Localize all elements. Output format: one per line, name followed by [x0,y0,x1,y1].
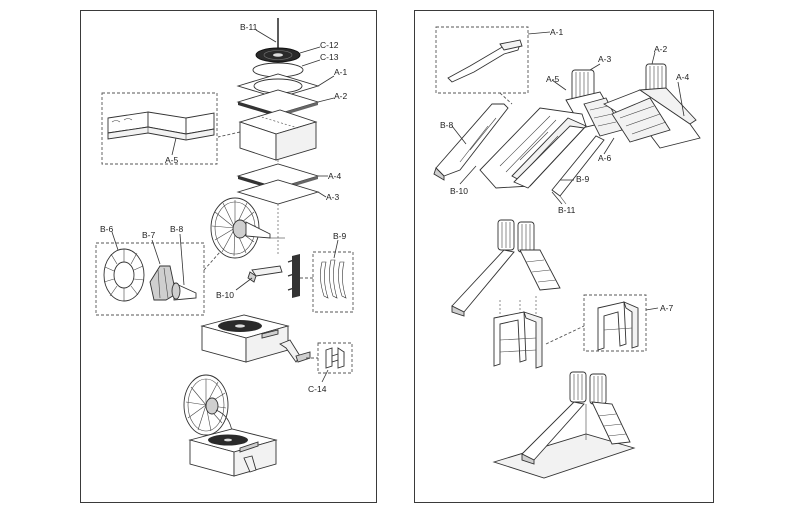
label-a5: A-5 [165,155,179,165]
label-r-a6: A-6 [598,153,612,163]
plate-a3 [236,179,320,205]
label-r-a7: A-7 [660,303,674,313]
label-b7: B-7 [142,230,156,240]
label-c14: C-14 [308,384,327,394]
callout-a5 [101,92,218,165]
part-c14 [325,347,345,369]
ladder-a2 [645,63,667,95]
label-r-b10: B-10 [450,186,468,196]
label-c12: C-12 [320,40,339,50]
gramophone-base [200,314,290,363]
left-panel-labels: B-11 C-12 C-13 A-1 A-2 A-5 A-4 A-3 B-6 B… [100,22,348,394]
label-r-a2: A-2 [654,44,668,54]
label-r-b9: B-9 [576,174,590,184]
label-b8: B-8 [170,224,184,234]
label-b9: B-9 [333,231,347,241]
label-r-a3: A-3 [598,54,612,64]
label-b6: B-6 [100,224,114,234]
slide-final [492,371,636,479]
label-a3: A-3 [326,192,340,202]
label-r-a4: A-4 [676,72,690,82]
slide-sides [513,125,605,205]
label-r-a5: A-5 [546,74,560,84]
label-b11: B-11 [240,22,258,32]
label-r-a1: A-1 [550,27,564,37]
stand-a7-detail [597,301,639,351]
callout-a1 [435,26,529,94]
bracket-piece [287,254,300,298]
part-a1-unfolded [447,39,523,83]
label-a4: A-4 [328,171,342,181]
label-a2: A-2 [334,91,348,101]
slide-exploded-view [433,26,701,479]
plank-a4-a6 [603,87,701,149]
label-r-b8: B-8 [440,120,454,130]
record-disc-c12 [255,47,301,63]
box-body [238,109,318,161]
horn-assembled [210,197,271,259]
slide-assembled-top [451,219,561,317]
label-a1: A-1 [334,67,348,77]
label-c13: C-13 [320,52,339,62]
label-r-b11: B-11 [558,205,576,215]
part-a5-unfolded [107,111,215,141]
crank-handle [279,339,311,363]
slide-b8 [433,103,509,181]
tone-arm-b10 [247,265,283,283]
callout-a7 [583,294,647,352]
gramophone-final [183,374,278,477]
horn-disc-b6 [103,248,145,302]
horn-tip-b8 [171,282,197,301]
callout-b9 [312,251,354,313]
label-b10: B-10 [216,290,234,300]
stand-a7-lower [493,311,543,369]
clips-b9 [320,259,347,299]
right-panel-labels: A-1 A-3 A-2 A-5 A-4 B-8 A-6 B-9 B-10 B-1… [440,27,690,313]
gramophone-exploded-view [95,18,354,477]
